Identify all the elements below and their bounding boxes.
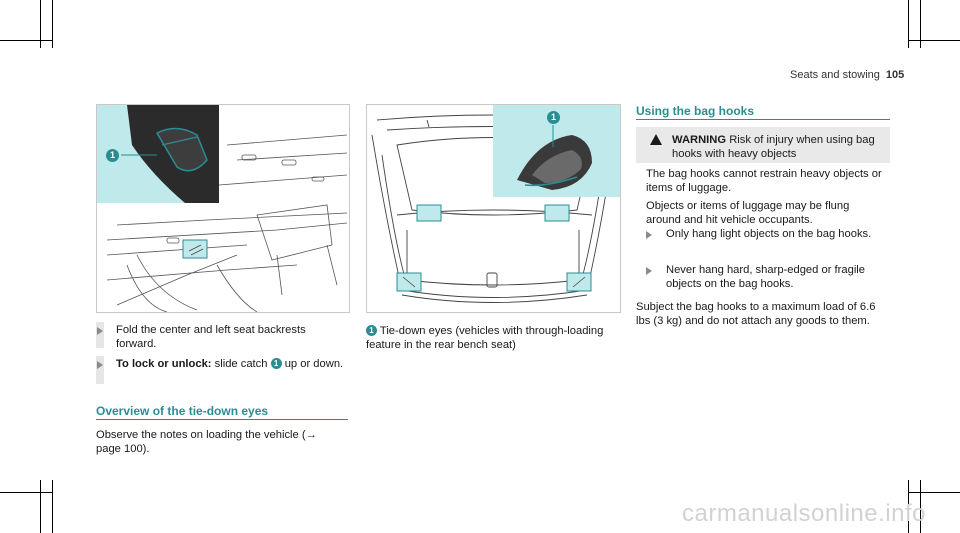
bullet-marker xyxy=(96,356,104,384)
crop-mark xyxy=(0,492,52,493)
header-section: Seats and stowing xyxy=(790,69,880,81)
warning-paragraph: The bag hooks cannot restrain heavy obje… xyxy=(646,168,882,194)
warning-body xyxy=(636,163,890,295)
page-number: 105 xyxy=(885,69,905,81)
running-header: Seats and stowing 105 xyxy=(790,69,950,85)
caption-callout-badge: 1 xyxy=(366,325,377,336)
seat-backrest-illustration xyxy=(97,105,348,313)
callout-badge: 1 xyxy=(547,111,560,124)
crop-mark xyxy=(40,480,41,533)
crop-mark xyxy=(920,480,921,533)
observe-notes-text: Observe the notes on loading the vehicle… xyxy=(96,429,317,455)
warning-bullet: Never hang hard, sharp-edged or fragile … xyxy=(666,264,866,290)
seat-backrest-figure: 1 xyxy=(96,104,350,313)
crop-mark xyxy=(908,492,960,493)
step-lock-unlock-text-b: up or down. xyxy=(281,358,344,370)
step-fold-backrests: Fold the center and left seat backrests … xyxy=(116,324,306,350)
crop-mark xyxy=(40,0,41,48)
crop-mark xyxy=(920,0,921,48)
crop-mark xyxy=(908,480,909,533)
warning-icon xyxy=(650,134,662,145)
bullet-marker xyxy=(646,267,652,275)
callout-badge: 1 xyxy=(106,149,119,162)
bullet-marker xyxy=(646,231,652,239)
section-rule xyxy=(96,419,348,420)
section-title-bag-hooks: Using the bag hooks xyxy=(636,104,755,118)
warning-box: WARNING Risk of injury when using bag ho… xyxy=(636,127,890,295)
warning-heading: WARNING Risk of injury when using bag ho… xyxy=(672,133,884,161)
section-rule xyxy=(636,119,890,120)
warning-bullet: Only hang light objects on the bag hooks… xyxy=(666,228,872,240)
crop-mark xyxy=(908,0,909,48)
bullet-marker xyxy=(96,322,104,348)
crop-mark xyxy=(0,40,52,41)
step-lock-unlock-text-a: slide catch xyxy=(211,358,271,370)
warning-paragraph: Objects or items of luggage may be flung… xyxy=(646,200,850,226)
trunk-figure: 1 xyxy=(366,104,621,313)
section-title-tie-down: Overview of the tie-down eyes xyxy=(96,404,269,418)
crop-mark xyxy=(52,480,53,533)
tie-down-caption: 1 Tie-down eyes (vehicles with through-l… xyxy=(366,324,621,352)
tie-down-caption-text: Tie-down eyes (vehicles with through-loa… xyxy=(366,325,604,351)
crop-mark xyxy=(52,0,53,48)
step-lock-unlock: To lock or unlock: slide catch 1 up or d… xyxy=(116,357,348,371)
warning-headline: Risk of injury when using bag hooks with… xyxy=(672,134,875,160)
step-lock-unlock-bold: To lock or unlock: xyxy=(116,358,212,370)
bag-hook-load-text: Subject the bag hooks to a maximum load … xyxy=(636,301,876,327)
warning-label: WARNING xyxy=(672,134,727,146)
trunk-illustration xyxy=(371,105,620,303)
inline-callout-badge: 1 xyxy=(270,358,282,369)
watermark: carmanualsonline.info xyxy=(682,500,926,527)
crop-mark xyxy=(908,40,960,41)
